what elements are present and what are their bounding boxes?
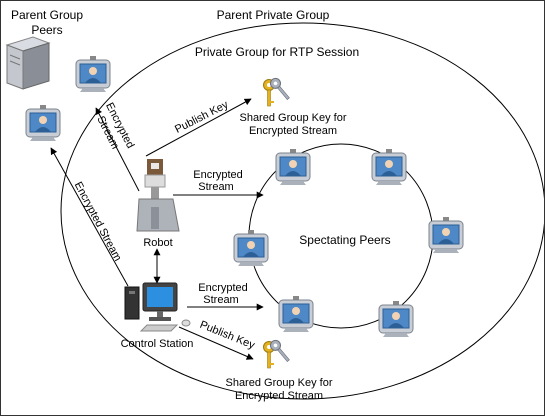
arrow-robot-to-parent-peer (95, 107, 140, 192)
arrow-publish-key-top (145, 98, 252, 157)
workstation-icon (124, 282, 191, 332)
publish-key-top-label: Publish Key (173, 99, 231, 136)
spectating-peer-videophone-icon (428, 216, 464, 254)
robot-label: Robot (143, 237, 172, 249)
spectating-peers-label: Spectating Peers (299, 233, 390, 247)
shared-key-bottom-label: Shared Group Key for (225, 377, 332, 389)
spectating-peer-videophone-icon (275, 148, 311, 186)
key-icon (263, 75, 293, 107)
encrypted-stream-cs-label: Encrypted (198, 282, 248, 294)
publish-key-bottom-label: Publish Key (198, 319, 257, 352)
control-station-label: Control Station (121, 338, 194, 350)
private-group-rtp-label: Private Group for RTP Session (195, 45, 359, 59)
encrypted-stream-long-label: Encrypted Stream (72, 180, 124, 263)
parent-peer-videophone-icon (25, 104, 61, 142)
key-icon (263, 337, 293, 369)
shared-key-top-label: Shared Group Key for (239, 112, 346, 124)
spectating-peer-videophone-icon (278, 295, 314, 333)
spectating-peer-videophone-icon (371, 148, 407, 186)
arrow-cs-to-parent-peer (50, 147, 129, 287)
server-icon (5, 36, 51, 90)
shared-key-top-label: Encrypted Stream (249, 125, 337, 137)
spectating-peer-videophone-icon (233, 229, 269, 267)
spectating-peer-videophone-icon (378, 300, 414, 338)
arrow-publish-key-bottom (178, 326, 254, 360)
robot-icon (136, 159, 180, 232)
encrypted-stream-robot-label: Encrypted (193, 169, 243, 181)
parent-private-group-label: Parent Private Group (217, 8, 330, 22)
encrypted-stream-robot-label: Stream (198, 181, 233, 193)
parent-peer-videophone-icon (75, 55, 111, 93)
parent-group-peers-label: Peers (31, 23, 62, 37)
parent-group-peers-label: Parent Group (11, 8, 83, 22)
parent-private-group-boundary (60, 22, 544, 400)
shared-key-bottom-label: Encrypted Stream (235, 390, 323, 402)
encrypted-stream-cs-label: Stream (203, 294, 238, 306)
